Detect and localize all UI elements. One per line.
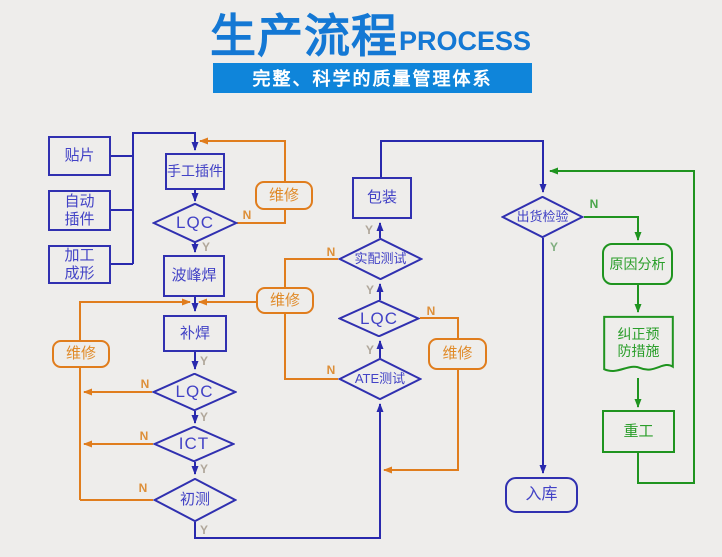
node-label: 加工 成形 — [64, 247, 95, 282]
edge-label-no: N — [326, 245, 336, 259]
node-label: LQC — [360, 308, 398, 328]
node-warehouse: 入库 — [505, 477, 578, 513]
edge-label-yes: Y — [199, 410, 209, 424]
edge-label-yes: Y — [199, 462, 209, 476]
decision-lqc-1: LQC — [152, 203, 238, 243]
diamond-shape — [338, 238, 423, 280]
decision-lqc-2: LQC — [152, 373, 237, 411]
node-label: 波峰焊 — [171, 267, 217, 285]
diamond-shape — [153, 478, 237, 522]
node-label: 出货检验 — [516, 208, 569, 224]
node-touchup-soldering: 补焊 — [163, 315, 227, 352]
node-packaging: 包装 — [352, 177, 412, 219]
node-smt-placement: 贴片 — [48, 136, 111, 176]
title-chinese: 生产流程 — [210, 10, 398, 62]
decision-outgoing-inspection: 出货检验 — [501, 196, 584, 238]
decision-ict: ICT — [153, 426, 235, 462]
node-repair-4: 维修 — [52, 340, 110, 368]
document-shape — [602, 315, 675, 378]
node-label: ICT — [178, 434, 210, 454]
node-manual-insertion: 手工插件 — [165, 153, 225, 190]
edge-label-no: N — [326, 363, 336, 377]
decision-initial-test: 初测 — [153, 478, 237, 522]
edge-label-no: N — [138, 481, 148, 495]
node-label: 维修 — [442, 345, 473, 363]
diamond-shape — [338, 358, 422, 400]
node-cause-analysis: 原因分析 — [602, 243, 673, 285]
node-label: 入库 — [525, 485, 558, 503]
edge-label-yes: Y — [365, 343, 375, 357]
edge-label-yes: Y — [201, 240, 211, 254]
node-label: 维修 — [269, 291, 300, 309]
node-label: LQC — [176, 213, 214, 233]
diamond-shape — [501, 196, 584, 238]
node-label: 维修 — [268, 186, 299, 204]
node-repair-1: 维修 — [255, 181, 313, 210]
title-english: PROCESS — [399, 26, 532, 57]
node-label: 原因分析 — [609, 255, 666, 272]
edge-label-yes: Y — [199, 354, 209, 368]
edge-label-yes: Y — [199, 523, 209, 537]
edge-label-no: N — [140, 377, 150, 391]
node-label: 重工 — [623, 422, 654, 440]
decision-ate-test: ATE测试 — [338, 358, 422, 400]
node-label: 自动 插件 — [64, 193, 95, 228]
edge-label-no: N — [426, 304, 436, 318]
node-label: 贴片 — [64, 147, 95, 165]
edge-label-yes: Y — [549, 240, 559, 254]
node-label: 手工插件 — [167, 163, 223, 180]
node-label: ATE测试 — [354, 370, 406, 386]
node-label: 初测 — [179, 491, 210, 509]
subtitle-banner: 完整、科学的质量管理体系 — [213, 63, 532, 93]
edge-label-no: N — [139, 429, 149, 443]
node-corrective-measures: 纠正预 防措施 — [602, 315, 675, 378]
edge-label-no: N — [589, 197, 599, 211]
diamond-shape — [153, 426, 235, 462]
edge-label-yes: Y — [364, 223, 374, 237]
node-label: 维修 — [65, 345, 96, 363]
diamond-shape — [338, 300, 420, 337]
node-label: LQC — [175, 382, 214, 402]
edge-label-yes: Y — [365, 283, 375, 297]
decision-lqc-3: LQC — [338, 300, 420, 337]
node-label: 纠正预 防措施 — [617, 326, 660, 359]
node-label: 实配测试 — [354, 250, 407, 266]
subtitle-text: 完整、科学的质量管理体系 — [252, 69, 493, 89]
node-auto-insertion: 自动 插件 — [48, 190, 111, 231]
diamond-shape — [152, 203, 238, 243]
node-label: 包装 — [366, 189, 397, 207]
diamond-shape — [152, 373, 237, 411]
decision-fit-test: 实配测试 — [338, 238, 423, 280]
node-wave-soldering: 波峰焊 — [163, 255, 225, 297]
page-title: 生产流程 PROCESS — [210, 10, 532, 62]
node-repair-2: 维修 — [256, 287, 314, 314]
node-rework: 重工 — [602, 410, 675, 453]
node-repair-3: 维修 — [428, 338, 487, 370]
node-forming: 加工 成形 — [48, 245, 111, 284]
edge-label-no: N — [242, 208, 252, 222]
node-label: 补焊 — [179, 324, 210, 342]
